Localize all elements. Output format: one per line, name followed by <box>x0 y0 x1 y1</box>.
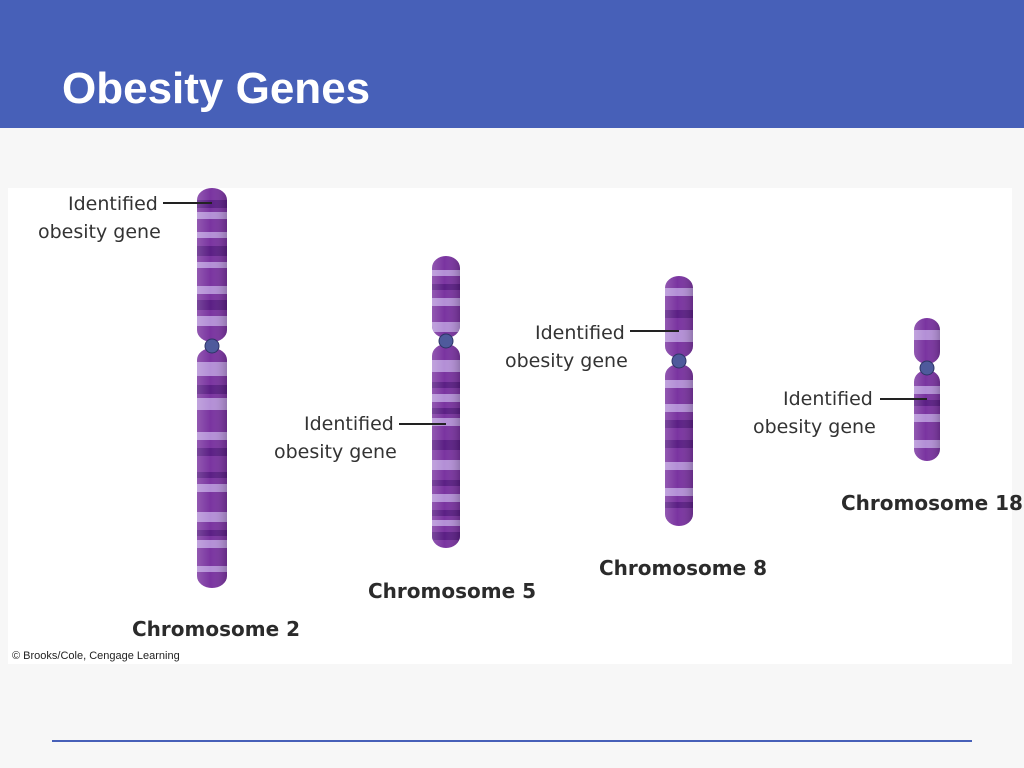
copyright-credit: © Brooks/Cole, Cengage Learning <box>12 650 180 662</box>
chromosome-arm <box>197 188 227 342</box>
gene-label-line1: Identified <box>68 193 158 215</box>
centromere <box>671 353 687 369</box>
gene-label-chr5: Identified obesity gene <box>274 410 397 466</box>
chromosome-arm <box>432 344 460 548</box>
chromosome-2 <box>432 256 460 548</box>
gene-label-chr2: Identified obesity gene <box>38 190 161 246</box>
gene-label-line2: obesity gene <box>505 350 628 372</box>
chromosome-arm <box>665 276 693 358</box>
gene-label-line2: obesity gene <box>753 416 876 438</box>
centromere <box>438 333 454 349</box>
gene-label-line1: Identified <box>304 413 394 435</box>
centromere <box>919 360 935 376</box>
chromosome-3 <box>665 276 693 526</box>
title-bar: Obesity Genes <box>0 0 1024 128</box>
gene-label-line1: Identified <box>535 322 625 344</box>
slide-title: Obesity Genes <box>62 64 371 113</box>
chromosome-arm <box>197 348 227 588</box>
gene-label-line1: Identified <box>783 388 873 410</box>
arm-shading <box>665 364 693 526</box>
chromosome-18-name: Chromosome 18 <box>841 491 1023 515</box>
bottom-rule <box>52 740 972 742</box>
arm-shading <box>432 256 460 338</box>
arm-shading <box>197 188 227 342</box>
gene-label-line2: obesity gene <box>274 441 397 463</box>
arm-shading <box>914 318 940 364</box>
gene-label-chr8: Identified obesity gene <box>505 319 628 375</box>
chromosome-arm <box>432 256 460 338</box>
chromosome-1 <box>197 188 227 588</box>
figure-panel <box>8 188 1012 664</box>
gene-label-line2: obesity gene <box>38 221 161 243</box>
chromosome-2-name: Chromosome 2 <box>132 617 301 641</box>
chromosome-arm <box>914 318 940 364</box>
chromosome-4 <box>914 318 940 461</box>
chromosome-8-name: Chromosome 8 <box>599 556 768 580</box>
gene-label-chr18: Identified obesity gene <box>753 385 876 441</box>
centromere <box>204 338 220 354</box>
chromosome-5-name: Chromosome 5 <box>368 579 537 603</box>
arm-shading <box>665 276 693 358</box>
arm-shading <box>432 344 460 548</box>
chromosome-arm <box>665 364 693 526</box>
arm-shading <box>197 348 227 588</box>
arm-shading <box>914 370 940 461</box>
chromosome-arm <box>914 370 940 461</box>
